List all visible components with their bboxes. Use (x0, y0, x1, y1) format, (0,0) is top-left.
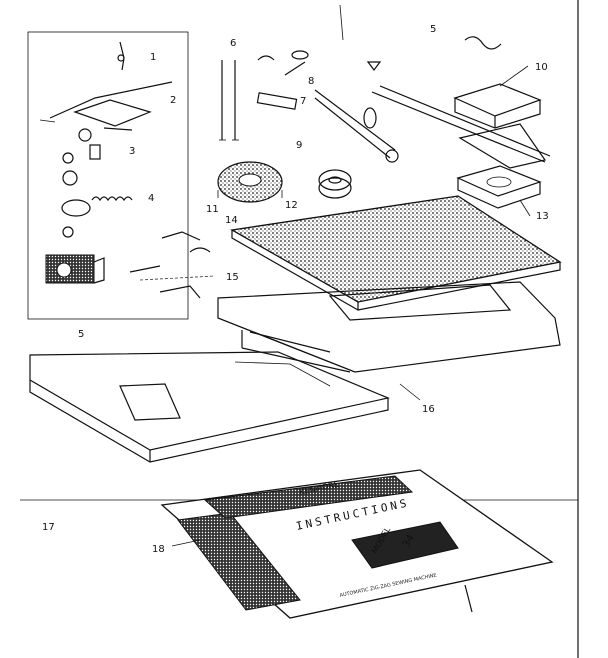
callout-8: 8 (308, 76, 314, 87)
callout-11: 11 (206, 204, 219, 215)
part-9-spindle (314, 89, 399, 163)
leader-13 (519, 199, 531, 217)
part-2-lever (39, 81, 173, 127)
part-16-base (217, 281, 561, 373)
part-17-tray (29, 351, 390, 463)
parts-group-box (27, 31, 189, 320)
callout-13: 13 (536, 211, 549, 222)
part-3-cluster (62, 127, 133, 186)
part-12-spool (318, 169, 352, 199)
callout-4: 4 (148, 193, 154, 204)
part-6-rods (219, 60, 239, 141)
callout-1: 1 (150, 52, 156, 63)
part-14-bracket (161, 231, 211, 253)
part-11-gear (217, 161, 283, 203)
callout-14: 14 (225, 215, 238, 226)
case-lid (230, 195, 562, 311)
top-divider (339, 4, 344, 41)
rail-assembly (371, 85, 551, 169)
part-7-bar (256, 92, 298, 110)
leader-10 (499, 65, 529, 87)
leader-18 (171, 539, 201, 547)
callout-6: 6 (230, 38, 236, 49)
leader-16 (399, 383, 421, 401)
part-5-bobbin-case (45, 254, 105, 284)
part-1-screw (117, 41, 125, 71)
callout-5: 5 (78, 329, 84, 340)
part-10-box (453, 36, 542, 129)
part-4-spring (61, 196, 133, 238)
callout-10: 10 (535, 62, 548, 73)
part-13-box (456, 165, 542, 209)
part-8-fasteners (257, 50, 382, 76)
callout-3: 3 (129, 146, 135, 157)
callout-7: 7 (300, 96, 306, 107)
callout-2: 2 (170, 95, 176, 106)
instruction-booklet (160, 469, 554, 619)
callout-15: 15 (226, 272, 239, 283)
part-15-pins (129, 265, 216, 299)
callout-17: 17 (42, 522, 55, 533)
callout-9: 9 (296, 140, 302, 151)
callout-18: 18 (152, 544, 165, 555)
callout-16: 16 (422, 404, 435, 415)
callout-12: 12 (285, 200, 298, 211)
callout-5-top: 5 (430, 24, 436, 35)
